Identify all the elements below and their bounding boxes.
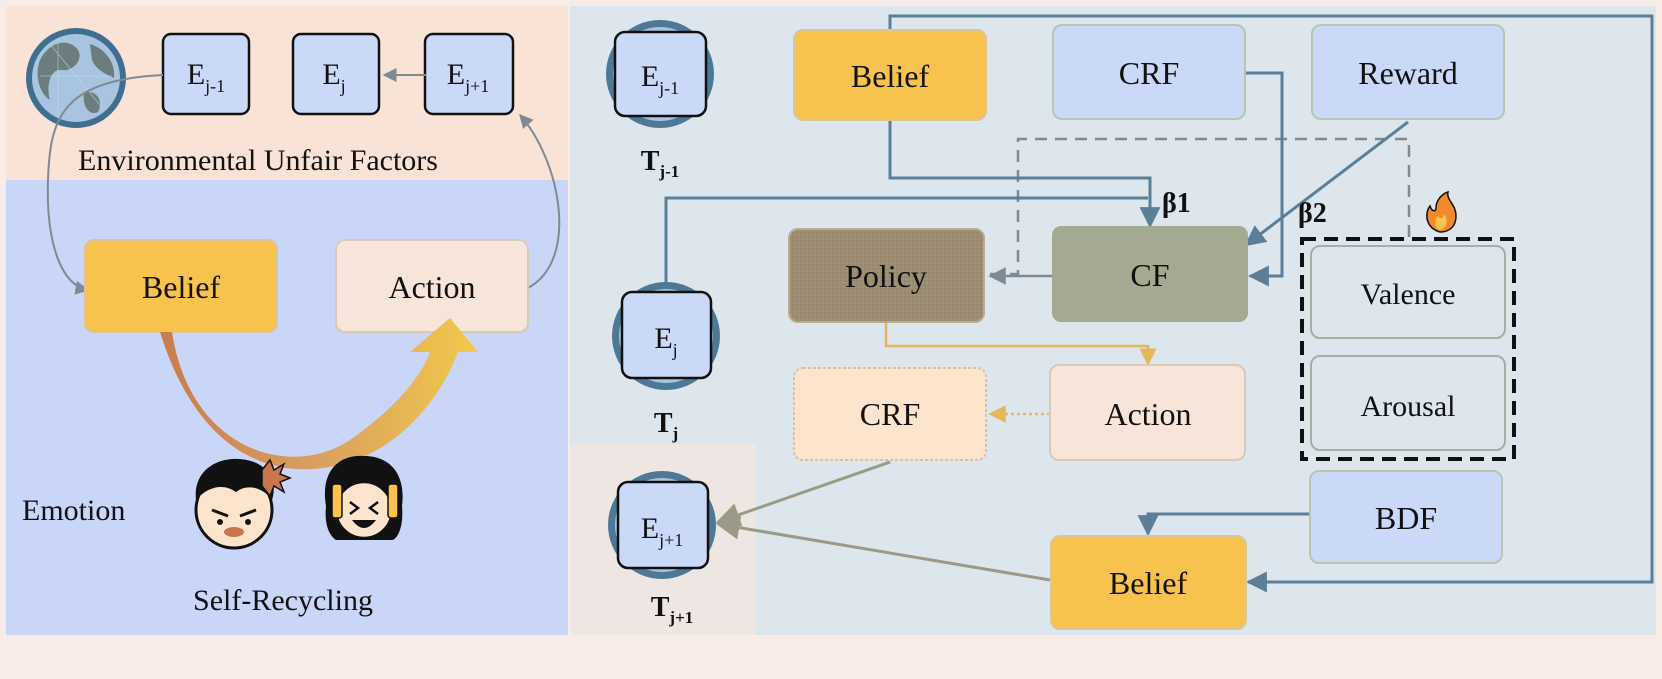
arrow-env-to-belief — [46, 74, 164, 295]
emotion-group-frame — [1300, 237, 1516, 461]
svg-text:Tj-1: Tj-1 — [641, 146, 680, 181]
left-env-node-j-1: Ej-1 — [161, 32, 251, 116]
node-sub: j-1 — [658, 78, 679, 98]
node-base: E — [322, 58, 340, 91]
svg-text:Ej+1: Ej+1 — [447, 58, 489, 96]
bdf-label: BDF — [1375, 500, 1437, 536]
policy-box: Policy — [788, 228, 985, 323]
arrow-bdf-to-belief — [1137, 512, 1310, 537]
emotion-label: Emotion — [22, 494, 125, 527]
laughing-face-icon — [324, 455, 403, 540]
belief-top-box: Belief — [793, 29, 987, 121]
time-base: T — [651, 592, 670, 623]
node-sub: j — [340, 76, 346, 96]
node-sub: j — [672, 340, 678, 360]
time-base: T — [641, 146, 660, 177]
arrow-belief-to-cf — [888, 120, 1161, 229]
left-env-node-j: Ej — [291, 32, 381, 116]
svg-text:Tj: Tj — [654, 408, 678, 443]
svg-text:Ej-1: Ej-1 — [187, 58, 225, 96]
globe-icon — [26, 28, 126, 128]
self-recycling-label: Self-Recycling — [193, 584, 373, 617]
svg-text:Ej: Ej — [322, 58, 345, 96]
time-base: T — [654, 408, 673, 439]
time-sub: j — [672, 424, 679, 443]
node-base: E — [447, 58, 465, 91]
arrow-ej-to-cf — [664, 196, 1148, 282]
valence-box: Valence — [1310, 245, 1506, 339]
belief-bottom-box: Belief — [1050, 535, 1247, 630]
angry-face-icon — [194, 458, 293, 550]
arousal-box: Arousal — [1310, 355, 1506, 451]
left-action-box: Action — [335, 239, 529, 333]
beta1-label: β1 — [1162, 188, 1191, 219]
arrow-action-to-env — [519, 113, 561, 289]
action-mid-box: Action — [1049, 364, 1246, 461]
emotion-swirl-arrow — [160, 318, 478, 470]
node-base: E — [641, 60, 659, 93]
crf-mid-box: CRF — [793, 367, 987, 461]
svg-text:Ej-1: Ej-1 — [641, 60, 679, 98]
node-base: E — [641, 512, 659, 545]
arousal-label: Arousal — [1361, 390, 1456, 423]
svg-text:Ej: Ej — [654, 322, 677, 360]
belief-top-label: Belief — [851, 58, 930, 94]
node-sub: j+1 — [464, 76, 489, 96]
node-sub: j-1 — [204, 76, 225, 96]
time-node-j-1: Ej-1 Tj-1 — [606, 20, 714, 181]
cf-label: CF — [1130, 257, 1169, 293]
time-sub: j+1 — [668, 608, 693, 627]
policy-label: Policy — [845, 258, 927, 294]
arrow-policy-to-action — [884, 322, 1157, 366]
valence-label: Valence — [1361, 278, 1456, 311]
left-belief-box: Belief — [84, 239, 278, 333]
reward-box: Reward — [1311, 24, 1505, 120]
cf-box: CF — [1052, 226, 1248, 322]
node-base: E — [187, 58, 205, 91]
time-node-j+1: Ej+1 Tj+1 — [608, 471, 716, 627]
action-mid-label: Action — [1104, 396, 1191, 432]
left-env-node-j+1: Ej+1 — [423, 32, 515, 116]
arrow-crf-to-ejplus1 — [715, 460, 891, 527]
arrow-reward-to-cf — [1244, 120, 1409, 247]
crf-top-box: CRF — [1052, 24, 1246, 120]
bdf-box: BDF — [1309, 470, 1503, 564]
crf-top-label: CRF — [1119, 55, 1179, 91]
arrow-belief-to-ejplus1 — [715, 515, 1051, 582]
belief-bottom-label: Belief — [1109, 565, 1188, 601]
time-node-j: Ej Tj — [612, 282, 720, 443]
dashed-reward-to-cf — [990, 137, 1411, 276]
node-sub: j+1 — [658, 530, 683, 550]
svg-text:Tj+1: Tj+1 — [651, 592, 694, 627]
node-base: E — [654, 322, 672, 355]
beta2-label: β2 — [1298, 198, 1327, 229]
env-factors-label: Environmental Unfair Factors — [78, 144, 438, 177]
fire-icon — [1426, 190, 1457, 233]
crf-mid-label: CRF — [860, 396, 920, 432]
reward-label: Reward — [1358, 55, 1458, 91]
left-action-label: Action — [388, 269, 475, 305]
arrow-crf-to-cf — [1245, 71, 1284, 287]
svg-text:Ej+1: Ej+1 — [641, 512, 683, 550]
time-sub: j-1 — [658, 162, 679, 181]
left-belief-label: Belief — [142, 269, 221, 305]
